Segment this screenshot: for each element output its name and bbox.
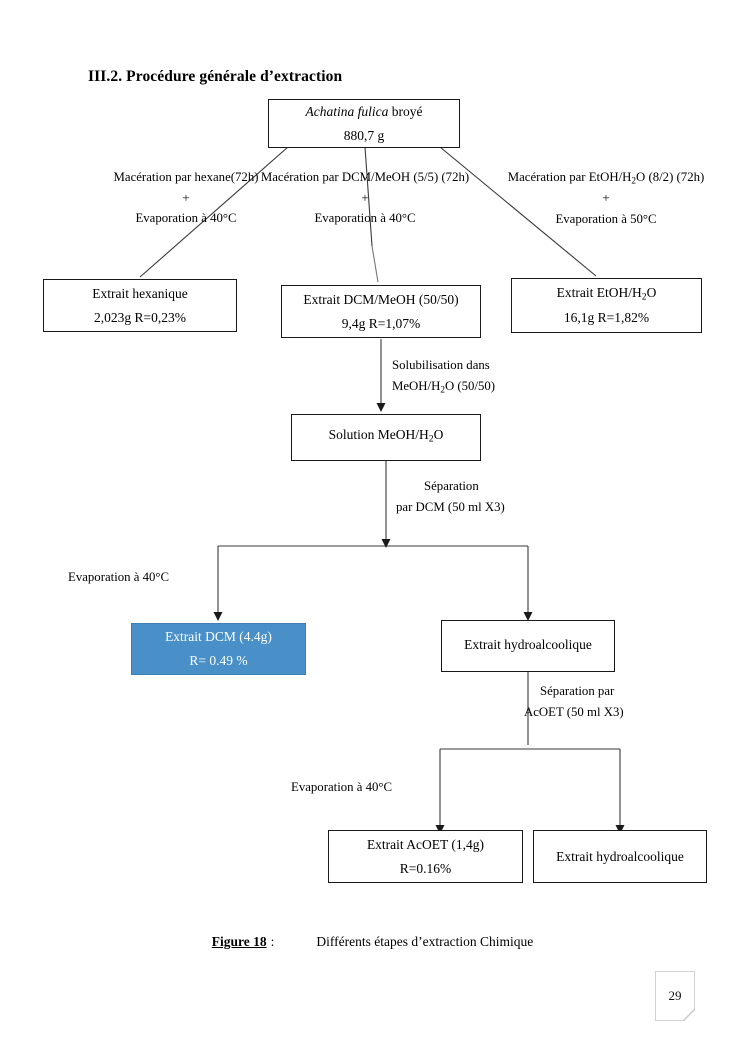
edge-label-solubilisation: Solubilisation dans MeOH/H2O (50/50)	[392, 355, 572, 397]
edge-label-evaporation-acoet: Evaporation à 40°C	[291, 777, 471, 798]
edge-label-separation-dcm-line1: Séparation	[424, 479, 479, 493]
figure-caption: Figure 18: Différents étapes d’extraction…	[0, 934, 745, 950]
edge-label-etoh-plus: +	[602, 191, 610, 206]
node-extrait-dcm-line2: R= 0.49 %	[189, 653, 248, 668]
edge-label-hexane-line1: Macération par hexane(72h)	[113, 170, 259, 184]
node-solution-box: Solution MeOH/H2O	[291, 414, 481, 461]
page-fold-inner-icon	[684, 1010, 695, 1021]
node-extrait-dcm-meoh-line1: Extrait DCM/MeOH (50/50)	[303, 291, 459, 307]
subscript-2: 2	[428, 433, 434, 445]
node-extrait-hydroalcoolique-2-line1: Extrait hydroalcoolique	[556, 848, 684, 864]
page-number-badge: 29	[655, 971, 695, 1021]
edge-label-etoh: Macération par EtOH/H2O (8/2) (72h) + Ev…	[482, 167, 730, 230]
edge-label-solubilisation-line1: Solubilisation dans	[392, 358, 490, 372]
section-heading: III.2. Procédure générale d’extraction	[88, 68, 343, 85]
node-solution-line1-b: O	[433, 427, 444, 442]
figure-label: Figure 18	[211, 934, 267, 949]
edge-label-evaporation-dcm: Evaporation à 40°C	[68, 567, 248, 588]
edge-label-dcm-meoh-line3: Evaporation à 40°C	[314, 211, 416, 226]
node-extrait-acoet-box: Extrait AcOET (1,4g) R=0.16%	[328, 830, 523, 883]
edge-label-dcm-meoh-plus: +	[361, 190, 369, 205]
node-extrait-hydroalcoolique-1-line1: Extrait hydroalcoolique	[464, 637, 592, 652]
edge-label-etoh-line3: Evaporation à 50°C	[555, 212, 657, 227]
edge-label-separation-acoet-line1: Séparation par	[540, 684, 615, 698]
node-extrait-hydroalcoolique-1-box: Extrait hydroalcoolique	[441, 620, 615, 672]
node-extrait-hydroalcoolique-2-box: Extrait hydroalcoolique	[533, 830, 707, 883]
node-extrait-etoh-h2o-line2: 16,1g R=1,82%	[563, 309, 650, 325]
node-extrait-dcm-box: Extrait DCM (4.4g) R= 0.49 %	[131, 623, 306, 675]
figure-caption-text: Différents étapes d’extraction Chimique	[316, 934, 534, 949]
node-extrait-acoet-line2: R=0.16%	[399, 860, 452, 876]
edge-label-dcm-meoh-line1: Macération par DCM/MeOH (5/5) (72h)	[260, 170, 470, 184]
species-name: Achatina fulica	[305, 103, 389, 119]
edge-label-solubilisation-line2-b: O (50/50)	[444, 378, 496, 393]
subscript-2: 2	[631, 175, 637, 186]
subscript-2: 2	[440, 384, 445, 395]
node-solution-line1: Solution MeOH/H2O	[329, 423, 444, 448]
node-source-line1: Achatina fulica broyé	[306, 100, 423, 124]
edge-label-separation-acoet: Séparation par AcOET (50 ml X3)	[524, 681, 714, 722]
node-extrait-etoh-h2o-line1-b: O	[646, 285, 657, 301]
edge-label-separation-acoet-line2: AcOET (50 ml X3)	[524, 704, 624, 719]
node-extrait-etoh-h2o-box: Extrait EtOH/H2O 16,1g R=1,82%	[511, 278, 702, 333]
node-extrait-hexanique-line1: Extrait hexanique	[92, 285, 188, 301]
figure-separator: :	[270, 934, 275, 949]
edge-label-solubilisation-line2-a: MeOH/H	[392, 378, 441, 393]
edge-label-hexane-plus: +	[182, 190, 190, 205]
edge-label-evaporation-acoet-line1: Evaporation à 40°C	[291, 780, 393, 794]
node-extrait-hexanique-box: Extrait hexanique 2,023g R=0,23%	[43, 279, 237, 332]
edge-label-evaporation-dcm-line1: Evaporation à 40°C	[68, 570, 170, 584]
node-extrait-etoh-h2o-line1: Extrait EtOH/H2O	[557, 281, 657, 306]
edge-label-dcm-meoh: Macération par DCM/MeOH (5/5) (72h) + Ev…	[232, 167, 498, 229]
node-source-line2: 880,7 g	[343, 127, 385, 143]
node-source-box: Achatina fulica broyé 880,7 g	[268, 99, 460, 148]
node-solution-line1-a: Solution MeOH/H	[328, 427, 429, 442]
page-number-value: 29	[668, 988, 682, 1003]
edge-label-hexane-line3: Evaporation à 40°C	[135, 211, 237, 226]
node-extrait-dcm-meoh-box: Extrait DCM/MeOH (50/50) 9,4g R=1,07%	[281, 285, 481, 338]
edge-label-etoh-line1-a: Macération par EtOH/H	[507, 170, 632, 184]
edge-label-hexane: Macération par hexane(72h) + Evaporation…	[68, 167, 304, 229]
node-extrait-hexanique-line2: 2,023g R=0,23%	[94, 309, 186, 325]
subscript-2: 2	[641, 291, 647, 303]
edge-label-etoh-line1-b: O (8/2) (72h)	[636, 170, 705, 184]
species-suffix: broyé	[388, 103, 423, 119]
node-extrait-dcm-line1: Extrait DCM (4.4g)	[165, 629, 272, 645]
edge-label-separation-dcm-line2: par DCM (50 ml X3)	[396, 499, 505, 514]
edge-label-solubilisation-line2: MeOH/H2O (50/50)	[392, 376, 572, 397]
edge-label-etoh-line1: Macération par EtOH/H2O (8/2) (72h)	[482, 167, 730, 188]
node-extrait-acoet-line1: Extrait AcOET (1,4g)	[366, 836, 485, 852]
node-extrait-etoh-h2o-line1-a: Extrait EtOH/H	[556, 285, 642, 301]
node-extrait-dcm-meoh-line2: 9,4g R=1,07%	[341, 315, 421, 331]
edge-label-separation-dcm: Séparation par DCM (50 ml X3)	[396, 476, 580, 517]
